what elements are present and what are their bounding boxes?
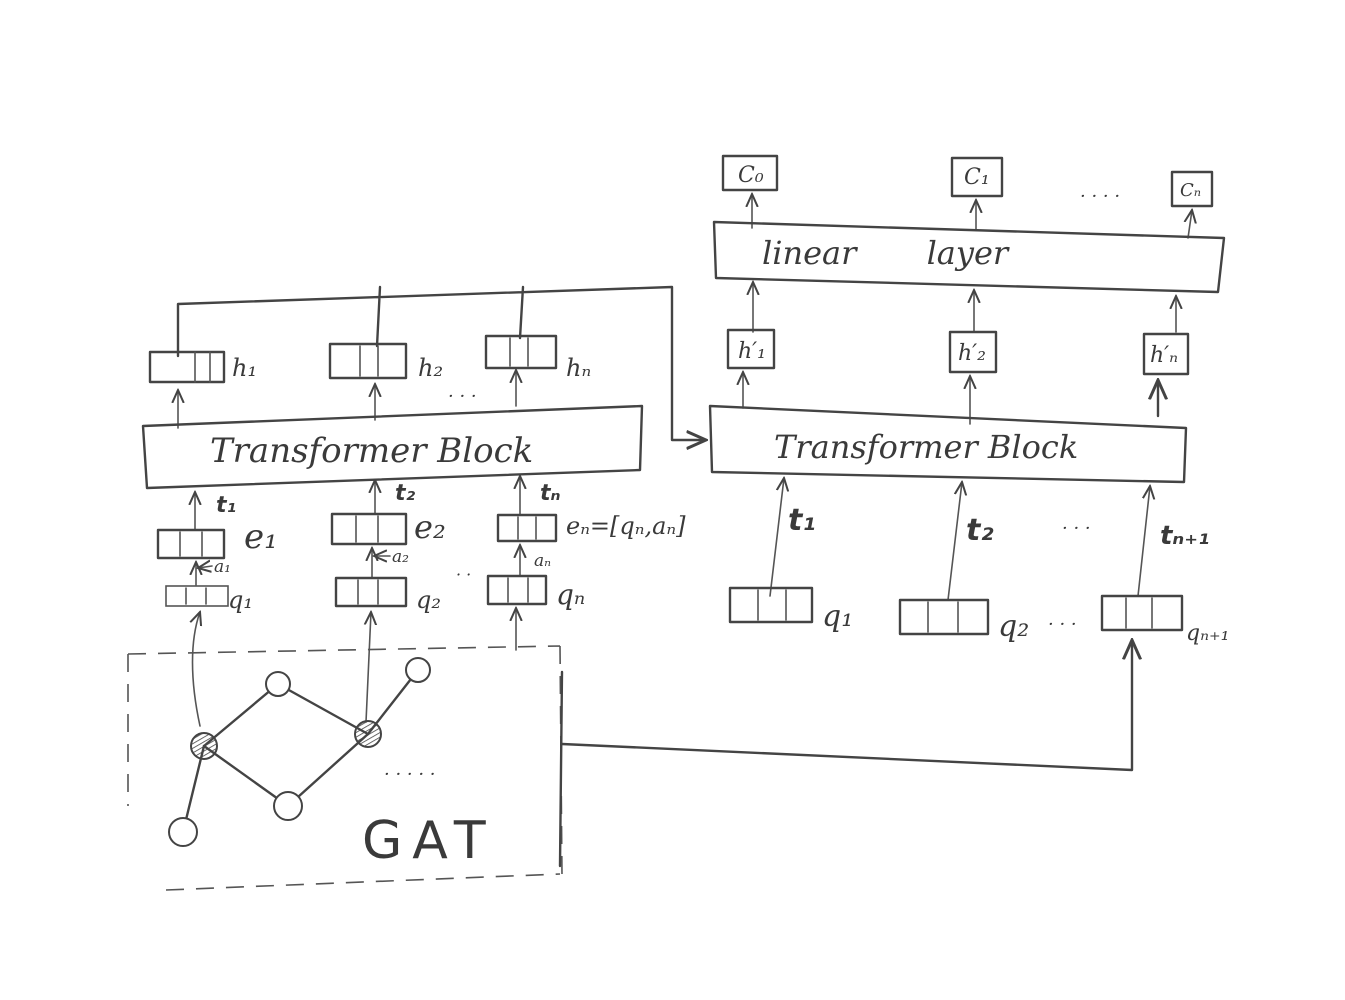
embedding-vector-e1: [156, 528, 226, 560]
graph-node: [273, 791, 303, 821]
right-branch: C₀ C₁ Cₙ · · · · linear layer h′₁ h′₂: [708, 154, 1229, 646]
embedding-vector-en: [496, 513, 558, 543]
label-tn: tₙ: [540, 481, 561, 506]
output-box-c1: C₁: [950, 156, 1004, 198]
hidden-vector-h1: [148, 350, 226, 384]
embedding-vector-e2: [330, 512, 408, 546]
label-q1: q₁: [228, 586, 253, 614]
gat-to-qn1-line: [560, 640, 1132, 772]
label-right-q1: q₁: [822, 599, 853, 634]
arrow-a1: [198, 566, 213, 568]
left-transformer-label: Transformer Block: [210, 431, 533, 471]
q-ellipsis: · ·: [456, 565, 471, 584]
arrow-gat-q2: [366, 612, 371, 723]
hidden-ellipsis: · · ·: [448, 386, 477, 407]
label-t2: t₂: [395, 481, 416, 506]
gat-label: GAT: [362, 811, 496, 871]
label-right-t1: t₁: [788, 503, 815, 538]
arrow-gat-q1: [193, 612, 201, 727]
hidden-vector-h2: [328, 342, 408, 380]
label-right-q2: q₂: [998, 609, 1029, 644]
graph-node: [405, 657, 431, 683]
right-hidden-vector-h1: h′₁: [726, 328, 776, 370]
label-right-tn1: tₙ₊₁: [1160, 521, 1209, 551]
label-c1: C₁: [964, 165, 990, 190]
arrow-right-t1: [769, 478, 784, 597]
right-question-vector-q1: [728, 586, 814, 624]
label-q2: q₂: [416, 586, 441, 614]
output-ellipsis: · · · ·: [1080, 186, 1120, 207]
graph-node: [265, 671, 291, 697]
gat-region: · · · · · GAT: [127, 640, 1132, 891]
label-cn: Cₙ: [1180, 180, 1201, 201]
label-en: eₙ=[qₙ,aₙ]: [566, 512, 686, 540]
left-top-bus: [176, 285, 706, 440]
label-h2: h₂: [418, 354, 443, 382]
right-question-vector-qn1: [1100, 594, 1184, 632]
linear-layer: [712, 220, 1226, 294]
label-an: aₙ: [534, 551, 551, 571]
label-t1: t₁: [216, 493, 236, 518]
label-hn-prime: h′ₙ: [1150, 343, 1178, 368]
gat-dashed-border: [127, 645, 563, 891]
label-c0: C₀: [738, 163, 764, 188]
left-transformer-block: [141, 404, 644, 490]
linear-layer-label: linear layer: [762, 234, 1010, 272]
label-h2-prime: h′₂: [958, 341, 986, 366]
graph-node-shaded-2: [354, 720, 382, 748]
label-h1: h₁: [232, 354, 257, 382]
label-qn: qₙ: [556, 578, 585, 611]
label-a2: a₂: [392, 547, 409, 567]
right-hidden-vector-hn: h′ₙ: [1142, 332, 1190, 376]
label-e1: e₁: [244, 517, 278, 557]
left-branch: h₁ h₂ hₙ · · · Transformer Block t₁ t₂ t…: [141, 285, 706, 727]
arrow-right-t2: [947, 482, 962, 601]
right-hidden-vector-h2: h′₂: [948, 330, 998, 374]
label-hn: hₙ: [566, 354, 591, 382]
label-right-qn1: qₙ₊₁: [1186, 621, 1229, 646]
gat-ellipsis: · · · · ·: [384, 764, 436, 785]
right-t-ellipsis: · · ·: [1062, 518, 1091, 539]
arrow-right-tn1: [1137, 486, 1150, 597]
right-question-vector-q2: [898, 598, 990, 636]
right-transformer-label: Transformer Block: [774, 428, 1078, 466]
label-e2: e₂: [414, 508, 446, 546]
question-vector-q2: [334, 576, 408, 608]
graph-node-shaded-1: [190, 732, 218, 760]
label-a1: a₁: [214, 557, 231, 577]
graph-node: [168, 817, 198, 847]
question-vector-q1: [165, 585, 229, 607]
label-h1-prime: h′₁: [738, 339, 766, 364]
right-transformer-block: [708, 404, 1188, 484]
gat-right-edge: [558, 670, 564, 868]
right-q-ellipsis: · · ·: [1048, 614, 1077, 635]
arrow-linear-cn: [1188, 210, 1192, 239]
label-right-t2: t₂: [966, 513, 993, 548]
hidden-vector-hn: [484, 334, 558, 370]
output-box-c0: C₀: [721, 154, 779, 192]
output-box-cn: Cₙ: [1170, 170, 1214, 208]
question-vector-qn: [486, 574, 548, 606]
